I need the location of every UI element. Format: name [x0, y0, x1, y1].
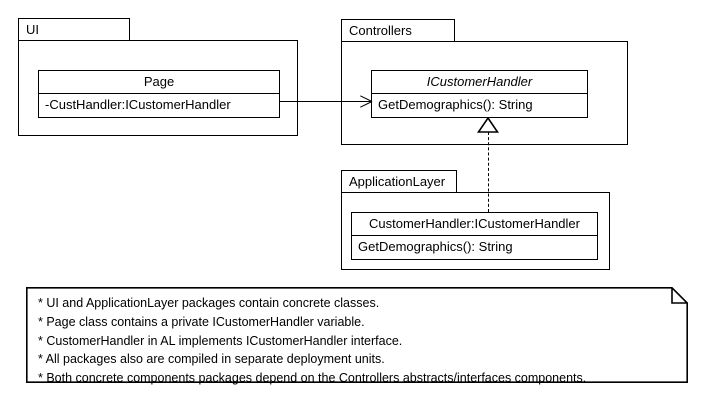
package-applicationlayer-label: ApplicationLayer [349, 174, 446, 189]
class-customerhandler[interactable]: CustomerHandler:ICustomerHandler GetDemo… [351, 212, 598, 260]
class-page-attribute: -CustHandler:ICustomerHandler [45, 97, 231, 112]
note-line-1: * UI and ApplicationLayer packages conta… [38, 296, 380, 310]
class-icustomerhandler-method: GetDemographics(): String [378, 97, 533, 112]
package-controllers-tab[interactable]: Controllers [341, 19, 455, 42]
class-customerhandler-title: CustomerHandler:ICustomerHandler [352, 213, 597, 236]
class-page[interactable]: Page -CustHandler:ICustomerHandler [38, 70, 280, 118]
class-customerhandler-method: GetDemographics(): String [358, 239, 513, 254]
package-controllers-label: Controllers [349, 23, 412, 38]
note-line-4: * All packages also are compiled in sepa… [38, 352, 385, 367]
note-line-3: * CustomerHandler in AL implements ICust… [38, 333, 403, 348]
note-text-block: * UI and ApplicationLayer packages conta… [38, 294, 670, 388]
package-applicationlayer-tab[interactable]: ApplicationLayer [341, 170, 457, 193]
diagram-note[interactable]: * UI and ApplicationLayer packages conta… [26, 287, 688, 385]
class-icustomerhandler[interactable]: ICustomerHandler GetDemographics(): Stri… [371, 70, 588, 118]
class-page-title: Page [39, 71, 279, 94]
dependency-connector-line [280, 101, 371, 102]
package-ui-label: UI [26, 22, 39, 37]
note-shape [26, 287, 688, 383]
package-ui-tab[interactable]: UI [18, 18, 130, 41]
note-line-2: * Page class contains a private ICustome… [38, 314, 365, 329]
dependency-arrowhead-icon [359, 94, 371, 108]
realization-connector-line [488, 132, 489, 212]
class-icustomerhandler-title: ICustomerHandler [372, 71, 587, 94]
realization-triangle-icon [477, 117, 499, 133]
note-line-5: * Both concrete components packages depe… [38, 371, 587, 386]
